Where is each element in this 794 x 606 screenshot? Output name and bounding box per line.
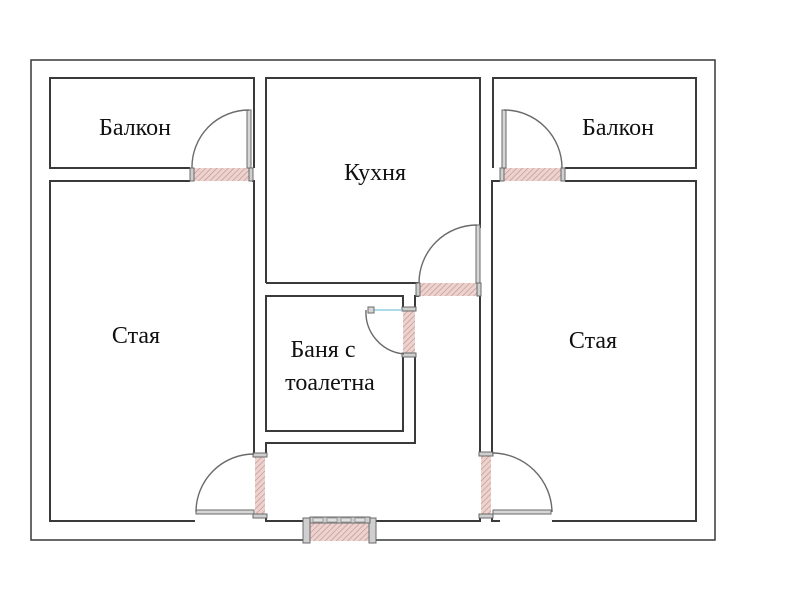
door-panel: [354, 517, 366, 523]
door-frame: [476, 282, 482, 297]
door-swing-arc: [191, 109, 250, 169]
kitchen: Кухня: [265, 77, 481, 284]
door-leaf: [475, 224, 481, 284]
door-swing-arc: [195, 453, 255, 513]
door-handle: [367, 306, 375, 314]
door-opening-hatch: [192, 168, 252, 181]
door-frame: [252, 513, 268, 519]
bathroom-label-line1: Баня с: [291, 337, 356, 363]
door-opening-hatch: [403, 311, 415, 354]
door-kitchen[interactable]: [415, 224, 482, 297]
door-leaf: [246, 109, 252, 169]
door-entrance[interactable]: [302, 516, 377, 544]
balcony-left: Балкон: [49, 77, 255, 169]
door-frame: [499, 167, 505, 182]
door-frame: [478, 451, 494, 457]
door-balcony-right[interactable]: [499, 109, 566, 182]
door-balcony-left[interactable]: [189, 109, 254, 182]
door-leaf: [501, 109, 507, 169]
bathroom: Баня с тоалетна: [265, 295, 404, 432]
door-opening-hatch: [419, 283, 478, 296]
door-frame: [401, 306, 417, 312]
door-room-right[interactable]: [478, 451, 553, 519]
door-frame: [401, 352, 417, 358]
room-left: Стая: [49, 180, 255, 522]
bathroom-label-line2: тоалетна: [285, 370, 375, 396]
kitchen-label: Кухня: [344, 160, 406, 186]
door-panel: [340, 517, 352, 523]
room-left-label: Стая: [112, 323, 160, 349]
door-frame: [478, 513, 494, 519]
balcony-left-label: Балкон: [99, 115, 171, 141]
door-panel: [312, 517, 324, 523]
balcony-right-label: Балкон: [582, 115, 654, 141]
door-leaf: [195, 509, 255, 515]
door-frame: [415, 282, 421, 297]
door-room-left[interactable]: [195, 452, 268, 519]
balcony-right: Балкон: [492, 77, 697, 169]
door-frame: [368, 517, 377, 544]
hallway: [265, 283, 481, 522]
door-opening-hatch: [481, 456, 491, 514]
door-swing-arc: [365, 309, 405, 355]
door-frame: [248, 167, 254, 182]
door-frame: [302, 517, 311, 544]
room-right-label: Стая: [569, 328, 617, 354]
door-threshold: [309, 516, 371, 524]
door-swing-arc: [418, 224, 478, 284]
door-swing-arc: [491, 452, 553, 513]
room-right: Стая: [491, 180, 697, 522]
door-frame: [560, 167, 566, 182]
door-opening-hatch: [310, 523, 370, 541]
door-leaf: [492, 509, 552, 515]
door-opening-hatch: [255, 457, 265, 515]
door-panel: [326, 517, 338, 523]
door-opening-hatch: [502, 168, 562, 181]
door-frame: [252, 452, 268, 458]
door-swing-arc: [503, 109, 563, 169]
door-frame: [189, 167, 195, 182]
door-bathroom[interactable]: [365, 306, 417, 358]
